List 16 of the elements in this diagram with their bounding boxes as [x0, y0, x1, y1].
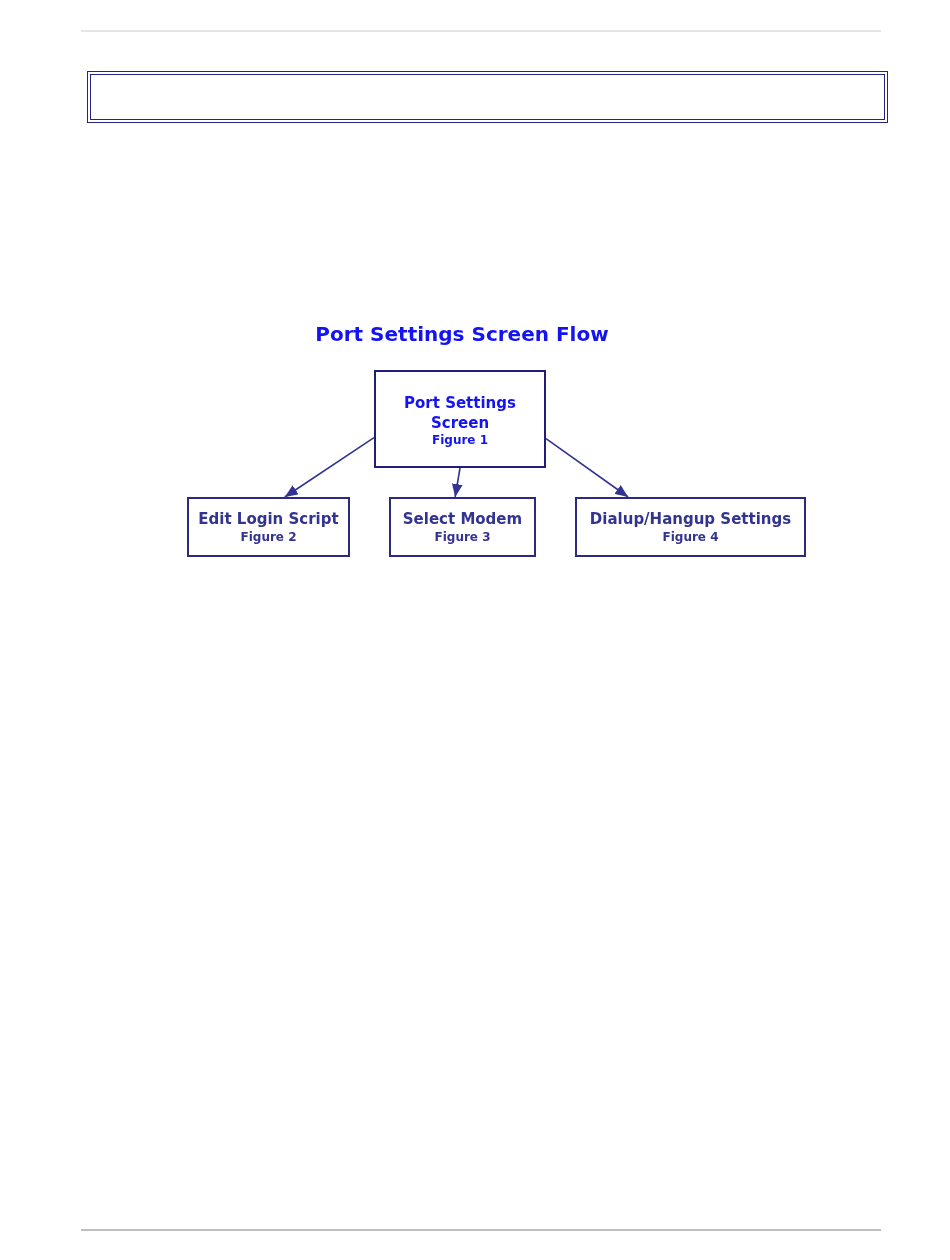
figure-reference: Figure 1 [431, 433, 489, 448]
arrow [545, 437, 629, 498]
box-title: Edit Login Script [197, 510, 340, 530]
box-title: Select Modem [401, 510, 524, 530]
diagram-title: Port Settings Screen Flow [314, 322, 610, 346]
arrow [451, 467, 463, 498]
box-title: Dialup/Hangup Settings [588, 510, 793, 530]
figure-reference: Figure 2 [239, 529, 298, 544]
process-box [575, 497, 806, 557]
box-title: Port Settings Screen [403, 394, 517, 433]
arrow [284, 436, 375, 498]
process-box [374, 370, 546, 468]
figure-reference: Figure 4 [661, 529, 720, 544]
figure-reference: Figure 3 [433, 529, 492, 544]
process-box [389, 497, 536, 557]
process-box [187, 497, 350, 557]
